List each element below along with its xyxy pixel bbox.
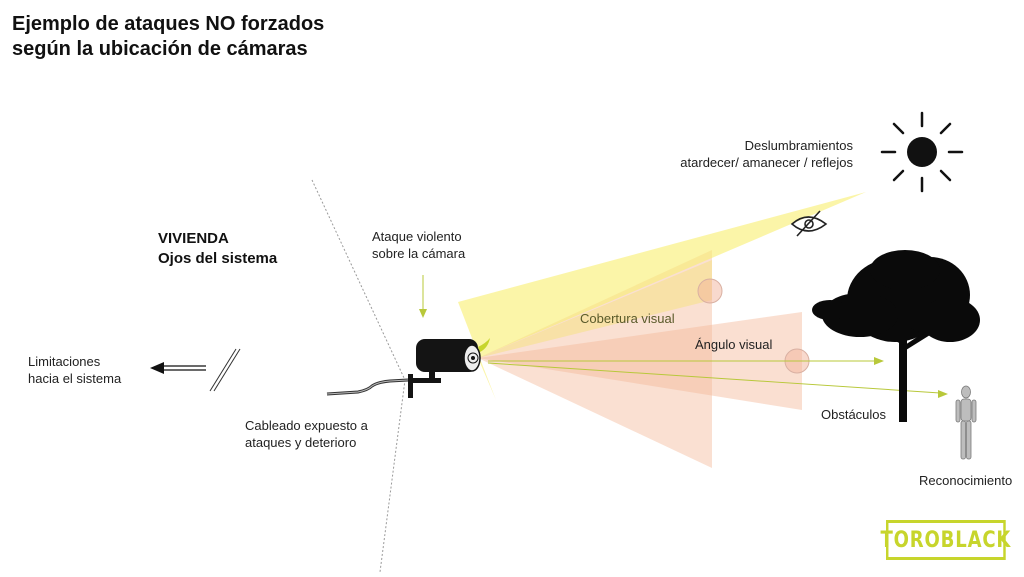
- coverage-label: Cobertura visual: [580, 311, 675, 326]
- obstacles-label: Obstáculos: [821, 407, 887, 422]
- sun-icon: [880, 111, 964, 193]
- limitations-label: Limitaciones hacia el sistema: [28, 353, 121, 387]
- vivienda-label: VIVIENDA: [158, 230, 229, 247]
- eyes-of-system-label: Ojos del sistema: [158, 250, 278, 267]
- exposed-cable-line-1: Cableado expuesto a: [245, 418, 368, 433]
- page-title: Ejemplo de ataques NO forzados según la …: [12, 12, 324, 62]
- violent-attack-line-1: Ataque violento: [372, 229, 462, 244]
- limitations-line-2: hacia el sistema: [28, 371, 122, 386]
- recognition-label: Reconocimiento: [919, 473, 1013, 488]
- limitations-line-1: Limitaciones: [28, 354, 101, 369]
- security-camera-icon: [408, 338, 490, 398]
- exposed-cable: [326, 378, 409, 396]
- angle-label: Ángulo visual: [695, 337, 773, 352]
- title-line-1: Ejemplo de ataques NO forzados: [12, 13, 325, 35]
- exposed-cable-label: Cableado expuesto a ataques y deterioro: [245, 417, 368, 451]
- violent-attack-label: Ataque violento sobre la cámara: [372, 228, 465, 262]
- glare-line-2: atardecer/ amanecer / reflejos: [680, 155, 853, 170]
- mannequin-figure-icon: [955, 385, 977, 460]
- sight-arrowhead-tree: [874, 357, 884, 365]
- exposed-cable-line-2: ataques y deterioro: [245, 435, 357, 450]
- glare-line-1: Deslumbramientos: [744, 138, 853, 153]
- limitations-arrow: [150, 362, 206, 374]
- glare-label: Deslumbramientos atardecer/ amanecer / r…: [650, 137, 853, 171]
- eye-slash-icon: [790, 210, 828, 237]
- attack-arrowhead: [419, 309, 427, 318]
- vivienda-heading: VIVIENDA Ojos del sistema: [158, 229, 277, 269]
- sight-arrowhead-person: [938, 390, 948, 398]
- tree-icon: [812, 250, 980, 422]
- break-marks: [209, 348, 241, 392]
- toroblack-logo: TOROBLACK: [881, 520, 1010, 560]
- title-line-2: según la ubicación de cámaras: [12, 38, 308, 60]
- violent-attack-line-2: sobre la cámara: [372, 246, 466, 261]
- angle-cone-large: [478, 250, 712, 468]
- coverage-cone: [458, 192, 866, 400]
- coverage-cone-inner: [478, 260, 712, 358]
- sight-line-person: [487, 362, 941, 394]
- focus-circle-1: [697, 278, 723, 304]
